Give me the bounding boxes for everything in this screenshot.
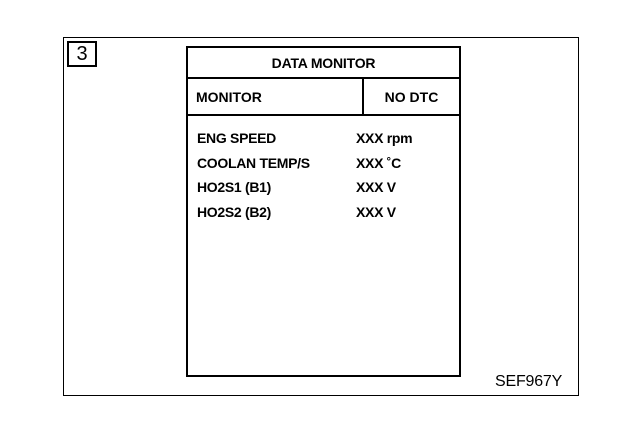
monitor-column-header: MONITOR xyxy=(188,79,364,114)
monitor-item-name: HO2S1 (B1) xyxy=(197,179,272,196)
screen-title-bar: DATA MONITOR xyxy=(188,48,459,79)
screen-column-header: MONITOR NO DTC xyxy=(188,79,459,116)
monitor-item-value: XXX ˚C xyxy=(356,154,401,171)
figure-code: SEF967Y xyxy=(495,373,563,390)
monitor-column-label: MONITOR xyxy=(196,88,262,105)
monitor-row-eng-speed: ENG SPEED XXX rpm xyxy=(188,126,459,151)
dtc-status: NO DTC xyxy=(364,79,459,114)
data-monitor-screen: DATA MONITOR MONITOR NO DTC ENG SPEED XX… xyxy=(186,46,461,377)
monitor-item-value: XXX rpm xyxy=(356,130,413,147)
step-number-badge: 3 xyxy=(67,41,97,67)
step-number: 3 xyxy=(76,43,88,65)
figure-frame xyxy=(63,37,579,396)
monitor-item-name: HO2S2 (B2) xyxy=(197,203,272,220)
monitor-item-name: COOLAN TEMP/S xyxy=(197,154,310,171)
screen-title: DATA MONITOR xyxy=(271,54,376,71)
monitor-row-coolant-temp: COOLAN TEMP/S XXX ˚C xyxy=(188,151,459,176)
monitor-item-value: XXX V xyxy=(356,203,396,220)
monitor-row-ho2s1: HO2S1 (B1) XXX V xyxy=(188,175,459,200)
dtc-status-label: NO DTC xyxy=(384,88,439,105)
monitor-item-value: XXX V xyxy=(356,179,396,196)
monitor-row-ho2s2: HO2S2 (B2) XXX V xyxy=(188,200,459,225)
monitor-list: ENG SPEED XXX rpm COOLAN TEMP/S XXX ˚C H… xyxy=(188,116,459,224)
monitor-item-name: ENG SPEED xyxy=(197,130,276,147)
